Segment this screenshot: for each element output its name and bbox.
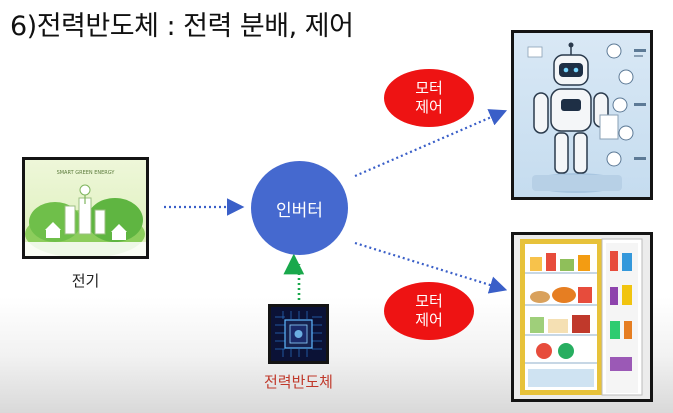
semiconductor-caption: 전력반도체 [263,373,333,391]
motor-control-bottom-line2: 제어 [415,311,443,329]
inverter-label: 인버터 [276,200,323,221]
arrow-inverter-to-fridge [354,241,508,294]
motor-control-bubble-bottom: 모터 제어 [384,282,474,340]
electricity-caption: 전기 [71,272,100,290]
inverter-node: 인버터 [251,161,348,255]
semiconductor-chip-image [268,304,329,364]
arrow-inverter-to-robot [354,109,508,178]
page-title: 6)전력반도체 : 전력 분배, 제어 [10,11,354,42]
green-city-image: SMART GREEN ENERGY [22,157,149,259]
motor-control-top-line1: 모터 [415,79,443,97]
refrigerator-image [511,232,653,402]
motor-control-bottom-line1: 모터 [415,292,443,310]
motor-control-bubble-top: 모터 제어 [384,69,474,127]
robot-image [511,30,653,200]
green-city-sign: SMART GREEN ENERGY [56,170,115,176]
motor-control-top-line2: 제어 [415,98,443,116]
